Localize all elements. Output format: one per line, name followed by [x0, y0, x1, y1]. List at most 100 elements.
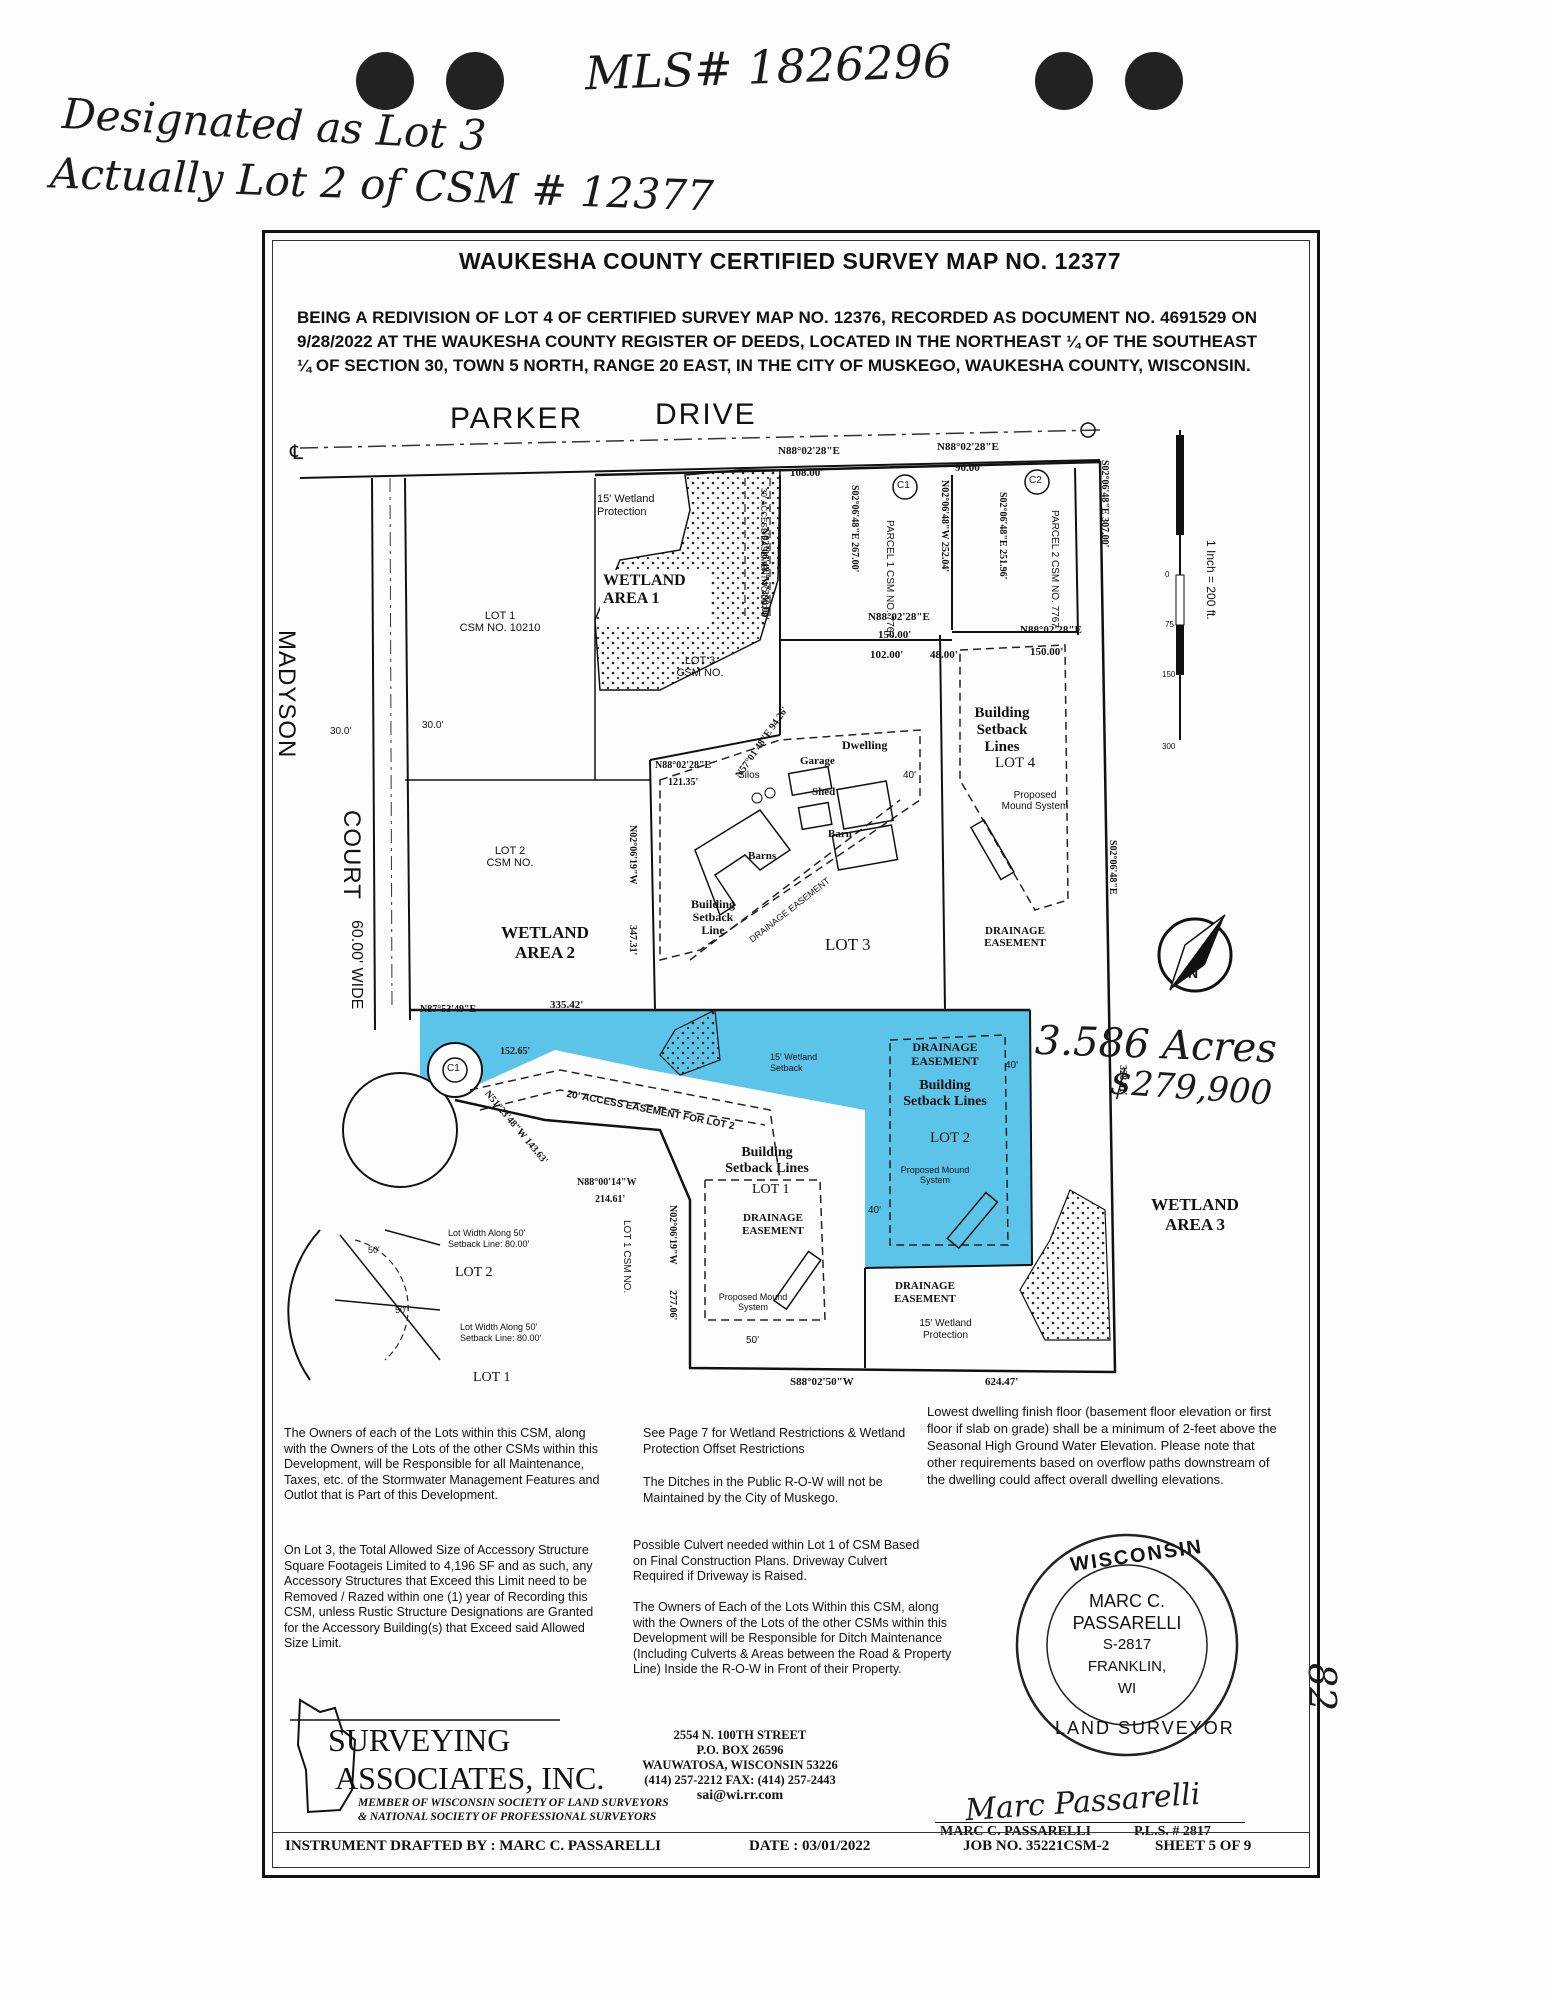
label-parker: PARKER — [450, 402, 584, 435]
label-dist-335: 335.42' — [550, 999, 584, 1011]
note-ditches: The Ditches in the Public R-O-W will not… — [643, 1475, 883, 1505]
label-bearing-s02b: S02°06'48"E 251.96' — [997, 492, 1008, 580]
note-lowest-floor: Lowest dwelling finish floor (basement f… — [927, 1404, 1277, 1487]
parker-row — [299, 459, 1101, 479]
dwelling-building — [836, 780, 894, 830]
label-bearing-5: N88°02'28"E — [655, 760, 712, 771]
label-scale-tick-300: 300 — [1162, 742, 1176, 751]
surveyor-seal-inner — [1046, 1564, 1208, 1726]
label-dwelling: Dwelling — [842, 738, 888, 752]
highlighted-lot2 — [420, 1010, 1032, 1268]
footer-separator — [272, 1832, 1310, 1833]
label-lot1-drainage: DRAINAGE EASEMENT — [742, 1212, 804, 1237]
map-title: WAUKESHA COUNTY CERTIFIED SURVEY MAP NO.… — [458, 248, 1122, 274]
mound-system-lot2 — [946, 1191, 999, 1250]
parcel-boundary — [454, 460, 1117, 1374]
label-bearing-s02c: S02°06'48"E 307.00' — [1099, 460, 1110, 548]
label-dist-624: 624.47' — [985, 1376, 1019, 1388]
label-lot1: LOT 1 — [752, 1182, 790, 1197]
label-bearing-s02d: S02°06'48"E — [1107, 840, 1118, 895]
label-dist-102: 102.00' — [870, 649, 904, 661]
seal-center: MARC C. PASSARELLI S-2817 FRANKLIN, WI — [1072, 1591, 1182, 1697]
label-lot3: LOT 3 — [825, 935, 871, 954]
label-bearing-n88-00: N88°00'14"W — [577, 1177, 637, 1188]
barn-building — [831, 824, 899, 871]
label-bearing-n02e: N02°06'19"W — [667, 1205, 678, 1265]
label-lot2-mound: Proposed Mound System — [900, 1165, 970, 1185]
label-shed: Shed — [812, 786, 836, 798]
mound-system-lot4 — [969, 818, 1015, 881]
label-garage: Garage — [800, 755, 835, 767]
punch-hole-3 — [1035, 52, 1093, 110]
label-dist-150b: 150.00' — [1030, 646, 1064, 658]
label-bearing-n02d: N02°06'19"W — [627, 825, 638, 885]
label-40-a: 40' — [903, 770, 917, 781]
footer-drafted-by: INSTRUMENT DRAFTED BY : MARC C. PASSAREL… — [285, 1838, 662, 1854]
label-bearing-4: N88°02'28"E — [1020, 624, 1082, 636]
label-30a: 30.0' — [330, 726, 352, 737]
label-scale-tick-75: 75 — [1165, 620, 1174, 629]
footer-sheet: SHEET 5 OF 9 — [1155, 1838, 1252, 1854]
signature-pls: P.L.S. # 2817 — [1134, 1824, 1211, 1839]
map-description: BEING A REDIVISION OF LOT 4 OF CERTIFIED… — [297, 308, 1257, 375]
firm-address: 2554 N. 100TH STREET P.O. BOX 26596 WAUW… — [642, 1728, 838, 1803]
punch-hole-4 — [1125, 52, 1183, 110]
label-50-a: 50' — [746, 1335, 760, 1346]
signature-line — [935, 1822, 1245, 1823]
inset-note1: Lot Width Along 50' Setback Line: 80.00' — [448, 1228, 530, 1249]
label-bearing-3: N88°02'28"E — [868, 611, 930, 623]
document-inner-frame — [272, 240, 1310, 1868]
drainage-easement-lot3 — [689, 799, 901, 961]
north-arrow — [1157, 914, 1233, 993]
label-lot4-setback: Building Setback Lines — [974, 705, 1030, 755]
label-dist-277: 277.06' — [667, 1290, 678, 1321]
label-30b: 30.0' — [422, 720, 444, 731]
madyson-centerline — [389, 477, 393, 1011]
label-dist-214: 214.61' — [595, 1194, 626, 1205]
inset-note2: Lot Width Along 50' Setback Line: 80.00' — [460, 1322, 542, 1343]
label-scale: 1 Inch = 200 ft. — [1204, 540, 1218, 620]
label-lot2-wetland-setback: 15' Wetland Setback — [770, 1052, 818, 1073]
firm-name-line2: ASSOCIATES, INC. — [335, 1760, 605, 1796]
note-owners-ditch: The Owners of Each of the Lots Within th… — [633, 1600, 952, 1676]
label-dist-48: 48.00' — [930, 649, 958, 661]
label-lot4-drainage: DRAINAGE EASEMENT — [984, 925, 1046, 949]
label-bearing-n02b: N02°06'48"W 252.04' — [939, 480, 950, 573]
label-dist-90: 90.00' — [955, 462, 983, 474]
footer-job-number: JOB NO. 35221CSM-2 — [963, 1838, 1110, 1854]
wetland-area-2 — [659, 1009, 721, 1076]
access-easement-lot2 — [469, 1069, 781, 1181]
label-madyson: MADYSON — [273, 630, 300, 759]
label-bearing-n02a: S02°06'48"E 267.00' — [849, 485, 860, 573]
surveyor-seal-outer — [1015, 1533, 1239, 1757]
firm-member-line1: MEMBER OF WISCONSIN SOCIETY OF LAND SURV… — [358, 1797, 669, 1809]
firm-member-line2: & NATIONAL SOCIETY OF PROFESSIONAL SURVE… — [358, 1811, 657, 1823]
note-see-page7: See Page 7 for Wetland Restrictions & We… — [643, 1426, 906, 1456]
label-bearing-n02c: N02°06'48"W 390.00' — [759, 528, 770, 621]
north-label: N — [1188, 965, 1199, 981]
label-dist-347: 347.31' — [627, 925, 638, 956]
label-lot1-mound: Proposed Mound System — [718, 1292, 788, 1312]
barns-building — [694, 809, 792, 917]
label-drive: DRIVE — [655, 398, 757, 431]
label-bearing-1: N88°02'28"E — [778, 445, 840, 457]
madyson-east-row — [404, 477, 411, 1021]
inset-detail — [287, 1229, 321, 1381]
note-culvert: Possible Culvert needed within Lot 1 of … — [633, 1538, 920, 1583]
label-lot1-setback: Building Setback Lines — [725, 1145, 809, 1176]
label-silos: Silos — [738, 770, 760, 781]
document-frame — [262, 230, 1320, 1878]
label-court: COURT — [338, 810, 365, 900]
punch-hole-1 — [356, 52, 414, 110]
label-wetland-drainage: DRAINAGE EASEMENT — [894, 1280, 956, 1305]
punch-hole-2 — [446, 52, 504, 110]
label-parcel2: PARCEL 2 CSM NO. 7767 — [1049, 510, 1060, 628]
lot4-setback — [959, 644, 1069, 911]
inset-50a: 50' — [368, 1245, 380, 1255]
garage-building — [787, 765, 833, 797]
label-scale-tick-150: 150 — [1162, 670, 1176, 679]
